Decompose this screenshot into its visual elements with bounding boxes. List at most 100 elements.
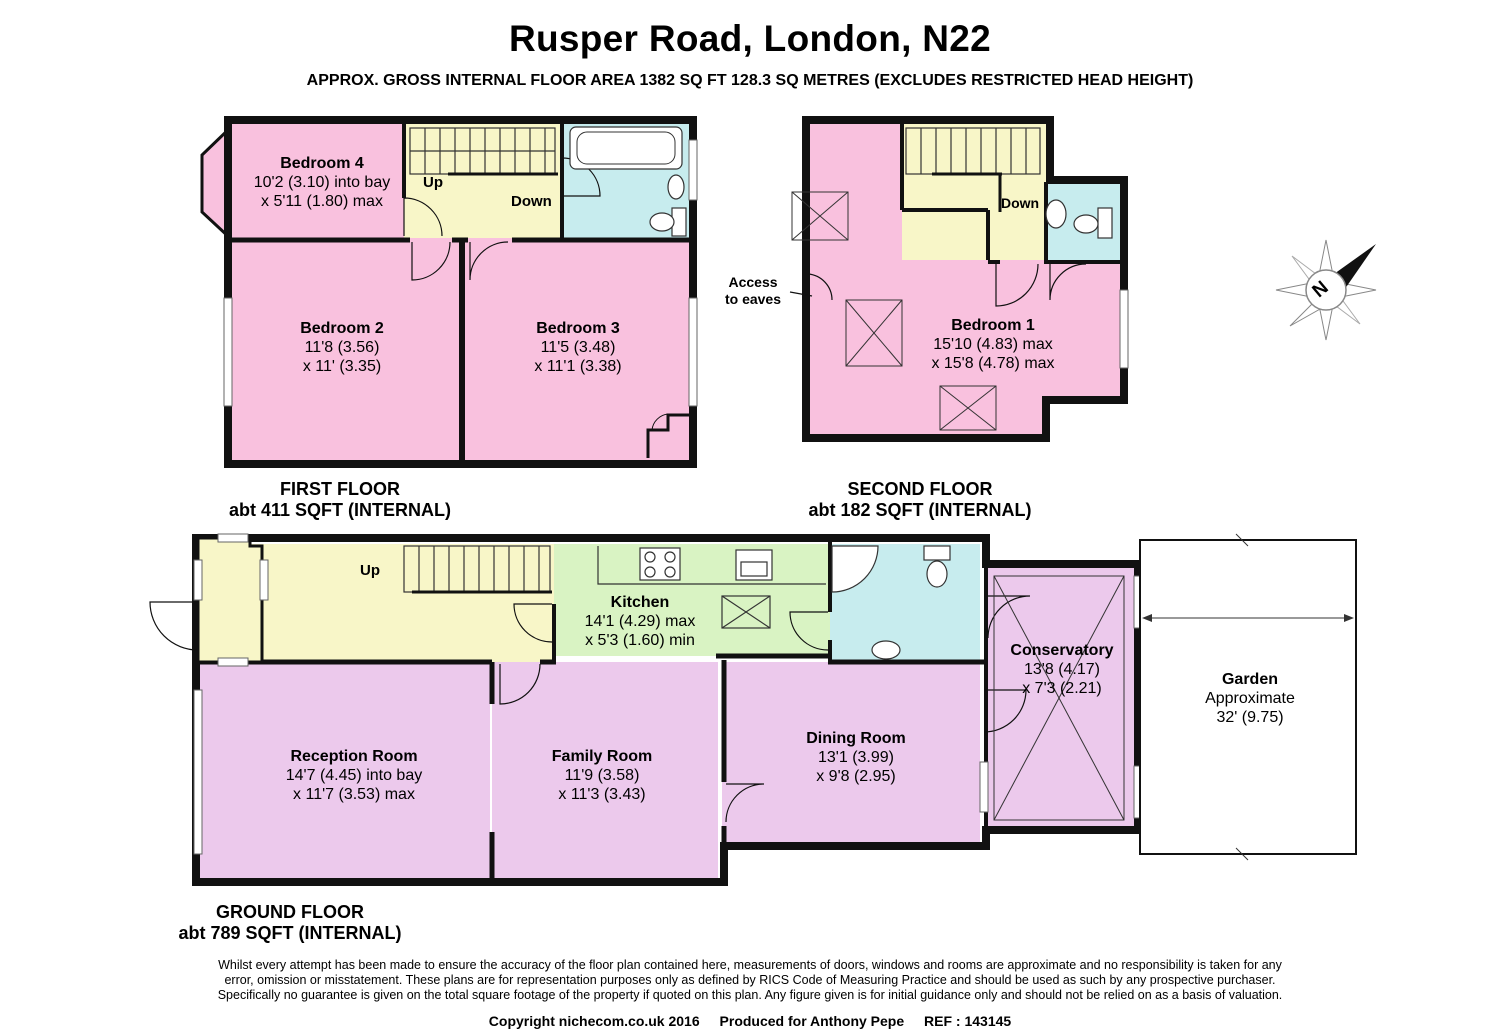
room-dimension: 11'9 (3.58) (564, 767, 640, 784)
stairs-down-label: Down (511, 193, 552, 210)
copyright-text: Copyright nichecom.co.uk 2016 (488, 1013, 700, 1029)
door-dining (725, 783, 765, 823)
first-floor-label: FIRST FLOOR abt 411 SQFT (INTERNAL) (210, 479, 470, 521)
ground-stairs (403, 545, 552, 594)
bedroom-4-fill (230, 122, 404, 238)
garden-area: Garden Approximate 32' (9.75) (1150, 670, 1350, 727)
first-landing-fill (404, 122, 562, 238)
room-name: Kitchen (610, 594, 670, 611)
room-name: Bedroom 1 (951, 317, 1035, 334)
disclaimer-line: error, omission or misstatement. These p… (224, 973, 1276, 987)
room-bedroom-3: Bedroom 3 11'5 (3.48) x 11'1 (3.38) (478, 319, 678, 376)
room-dimension: 11'8 (3.56) (304, 339, 380, 356)
room-dimension: 14'1 (4.29) max (584, 613, 696, 630)
room-kitchen: Kitchen 14'1 (4.29) max x 5'3 (1.60) min (556, 593, 724, 650)
door-kitchen (513, 603, 553, 643)
kitchen-fill (554, 544, 830, 656)
ground-windows (193, 575, 1143, 855)
room-dimension: 11'5 (3.48) (540, 339, 616, 356)
room-dimension: 13'1 (3.99) (818, 749, 894, 766)
compass-rose (1275, 239, 1377, 341)
disclaimer: Whilst every attempt has been made to en… (150, 958, 1350, 1003)
room-dimension: 14'7 (4.45) into bay (285, 767, 423, 784)
second-floor-plan (789, 116, 1129, 442)
garden-plan (1139, 533, 1357, 861)
room-bedroom-1: Bedroom 1 15'10 (4.83) max x 15'8 (4.78)… (893, 316, 1093, 373)
second-window (1119, 289, 1129, 369)
sink-ground (871, 640, 901, 660)
toilet-second (1097, 207, 1113, 239)
room-dimension: x 15'8 (4.78) max (931, 355, 1055, 372)
kitchen-skylight (721, 595, 771, 629)
corner-bath (831, 545, 879, 593)
page-title: Rusper Road, London, N22 (508, 18, 992, 59)
room-dimension: x 5'11 (1.80) max (261, 193, 383, 210)
second-stairs (905, 127, 1041, 212)
door-bathroom-first (561, 157, 601, 197)
room-dimension: x 7'3 (2.21) (1022, 680, 1102, 697)
reception-fill (198, 662, 490, 884)
second-floor-outline (802, 116, 1128, 442)
door-ground-bathroom (789, 611, 829, 651)
door-bedroom-4 (403, 197, 443, 237)
entrance-porch (196, 536, 264, 664)
first-floor-area: abt 411 SQFT (INTERNAL) (228, 500, 452, 520)
front-door (149, 601, 199, 651)
bedroom-3-cupboard (646, 413, 690, 458)
floor-area-summary: APPROX. GROSS INTERNAL FLOOR AREA 1382 S… (306, 72, 1194, 89)
room-reception: Reception Room 14'7 (4.45) into bay x 11… (244, 747, 464, 804)
toilet-ground (923, 545, 951, 561)
door-bedroom-3 (469, 241, 509, 281)
conservatory-roof (993, 575, 1125, 821)
room-name: Bedroom 4 (280, 155, 364, 172)
ground-floor-area: abt 789 SQFT (INTERNAL) (178, 923, 402, 943)
room-dimension: x 11'7 (3.53) max (293, 786, 415, 803)
door-bedroom-2 (411, 241, 451, 281)
room-dimension: x 9'8 (2.95) (816, 768, 896, 785)
room-dimension: 10'2 (3.10) into bay (253, 174, 391, 191)
first-windows (223, 139, 698, 407)
second-floor-area: abt 182 SQFT (INTERNAL) (808, 500, 1032, 520)
first-floor-name: FIRST FLOOR (280, 479, 400, 499)
garden-outline (1139, 539, 1357, 855)
second-floor-name: SECOND FLOOR (847, 479, 993, 499)
access-label-line: to eaves (724, 291, 782, 307)
disclaimer-line: Specifically no guarantee is given on th… (217, 988, 1283, 1002)
room-dimension: x 11' (3.35) (302, 358, 382, 375)
access-to-eaves-label: Access to eaves (718, 274, 788, 308)
room-name: Garden (1221, 671, 1278, 688)
first-floor-plan (200, 116, 698, 468)
room-dimension: x 11'3 (3.43) (558, 786, 646, 803)
room-dimension: x 5'3 (1.60) min (585, 632, 695, 649)
stairs-down-label: Down (1001, 195, 1040, 211)
room-bedroom-4: Bedroom 4 10'2 (3.10) into bay x 5'11 (1… (222, 154, 422, 211)
room-dining: Dining Room 13'1 (3.99) x 9'8 (2.95) (756, 729, 956, 786)
first-stairs (409, 127, 558, 176)
door-dining-conservatory (983, 689, 1027, 733)
room-dimension: 13'8 (4.17) (1024, 661, 1100, 678)
bedroom-3-fill (464, 238, 690, 460)
sink-first (667, 174, 685, 200)
skylights (791, 191, 997, 431)
room-bedroom-2: Bedroom 2 11'8 (3.56) x 11' (3.35) (242, 319, 442, 376)
door-wc-second (1049, 263, 1087, 301)
stairs-up-label: Up (423, 174, 443, 191)
produced-for-text: Produced for Anthony Pepe (719, 1013, 905, 1029)
sink-second (1045, 199, 1067, 229)
room-dimension: x 11'1 (3.38) (534, 358, 622, 375)
reference-text: REF : 143145 (924, 1013, 1012, 1029)
first-floor-outline (224, 116, 697, 468)
room-dimension: Approximate (1205, 690, 1295, 707)
ground-floor-name: GROUND FLOOR (216, 902, 364, 922)
disclaimer-line: Whilst every attempt has been made to en… (218, 958, 1282, 972)
footer: Copyright nichecom.co.uk 2016 Produced f… (0, 1013, 1500, 1029)
room-conservatory: Conservatory 13'8 (4.17) x 7'3 (2.21) (992, 641, 1132, 698)
access-label-line: Access (728, 274, 778, 290)
door-bedroom-1 (995, 263, 1039, 307)
ground-floor-plan (149, 533, 1143, 886)
bedroom-2-fill (230, 238, 460, 460)
room-dimension: 15'10 (4.83) max (933, 336, 1053, 353)
room-name: Reception Room (290, 748, 418, 765)
room-family: Family Room 11'9 (3.58) x 11'3 (3.43) (502, 747, 702, 804)
